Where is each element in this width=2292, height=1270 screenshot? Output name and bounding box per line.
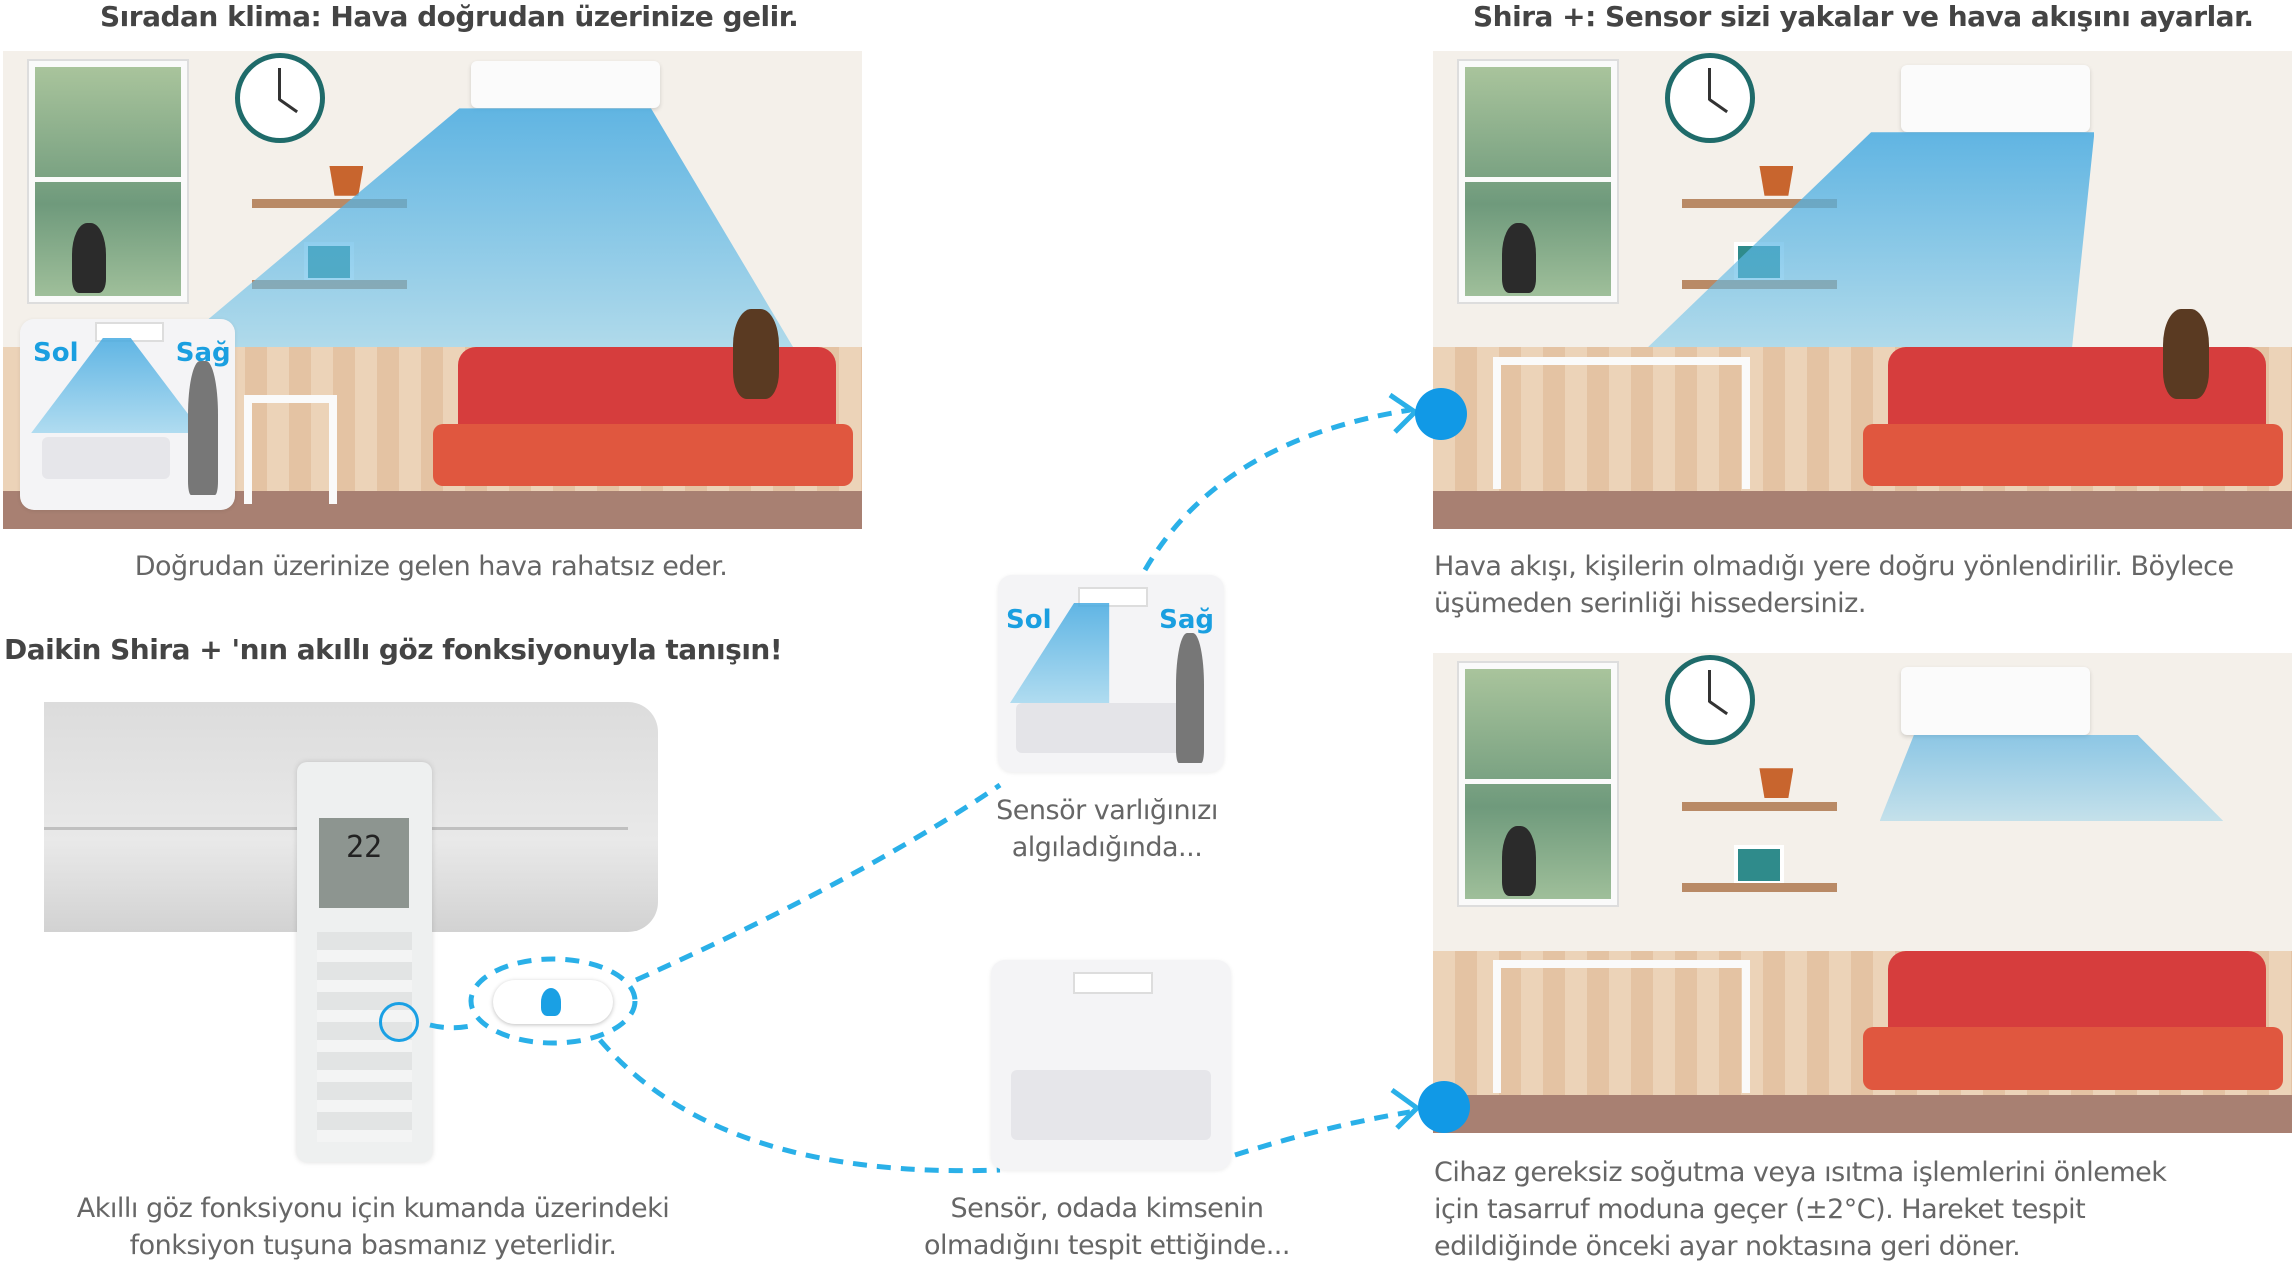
sensor-target-dot (1415, 388, 1467, 440)
shira-caption-1-line2: üşümeden serinliği hissedersiniz. (1434, 588, 1866, 619)
remote-caption-line1: Akıllı göz fonksiyonu için kumanda üzeri… (76, 1193, 670, 1224)
ordinary-ac-title: Sıradan klima: Hava doğrudan üzerinize g… (100, 0, 799, 33)
remote-display: 22 (319, 818, 409, 908)
standing-person (187, 360, 218, 495)
remote-control: 22 (297, 762, 432, 1162)
smart-eye-function-button[interactable] (493, 980, 613, 1024)
sensor-target-dot (1418, 1081, 1470, 1133)
remote-caption-line2: fonksiyon tuşuna basmanız yeterlidir. (129, 1230, 617, 1261)
sensor-detected-caption: Sensör varlığınızı algıladığında... (960, 792, 1254, 866)
ordinary-ac-caption: Doğrudan üzerinize gelen hava rahatsız e… (134, 551, 728, 582)
smart-eye-button[interactable] (379, 1002, 419, 1042)
right-label: Sağ (175, 337, 231, 368)
shira-title: Shira +: Sensor sizi yakalar ve hava akı… (1473, 0, 2254, 33)
shira-caption-1-line1: Hava akışı, kişilerin olmadığı yere doğr… (1434, 551, 2234, 582)
window (28, 60, 187, 302)
shira-occupied-room-illustration (1433, 51, 2292, 529)
shira-caption-2-line2: için tasarruf moduna geçer (±2°C). Harek… (1434, 1194, 2086, 1225)
sensor-detected-card: Sol Sağ (998, 575, 1224, 772)
empty-room-card (991, 960, 1231, 1170)
shira-empty-room-illustration (1433, 653, 2292, 1133)
shira-caption-2-line3: edildiğinde önceki ayar noktasına geri d… (1434, 1231, 2021, 1262)
person-sensor-icon (541, 988, 561, 1016)
smart-eye-heading: Daikin Shira + 'nın akıllı göz fonksiyon… (4, 633, 783, 666)
empty-room-caption: Sensör, odada kimsenin olmadığını tespit… (880, 1190, 1334, 1264)
seated-woman (733, 309, 780, 400)
shira-caption-1: Hava akışı, kişilerin olmadığı yere doğr… (1434, 548, 2234, 622)
left-label: Sol (33, 337, 79, 368)
ac-unit (471, 60, 661, 109)
empty-caption-line1: Sensör, odada kimsenin (950, 1193, 1264, 1224)
clock-icon (234, 53, 325, 144)
standing-person (1176, 633, 1204, 763)
right-label: Sağ (1159, 605, 1214, 635)
shira-caption-2-line1: Cihaz gereksiz soğutma veya ısıtma işlem… (1434, 1157, 2167, 1188)
redirected-airflow (1647, 132, 2095, 348)
plant-pot (329, 165, 364, 196)
ordinary-ac-room-illustration: Sol Sağ (3, 51, 862, 529)
ac-unit (1901, 65, 2091, 133)
empty-caption-line2: olmadığını tespit ettiğinde... (924, 1230, 1290, 1261)
shira-caption-2: Cihaz gereksiz soğutma veya ısıtma işlem… (1434, 1154, 2167, 1265)
remote-caption: Akıllı göz fonksiyonu için kumanda üzeri… (0, 1190, 746, 1264)
detected-caption-line2: algıladığında... (1011, 832, 1203, 863)
left-label: Sol (1006, 605, 1052, 635)
ac-unit (1901, 667, 2091, 735)
sensor-inset: Sol Sağ (20, 318, 235, 510)
cat (71, 223, 106, 294)
detected-caption-line1: Sensör varlığınızı (996, 795, 1218, 826)
